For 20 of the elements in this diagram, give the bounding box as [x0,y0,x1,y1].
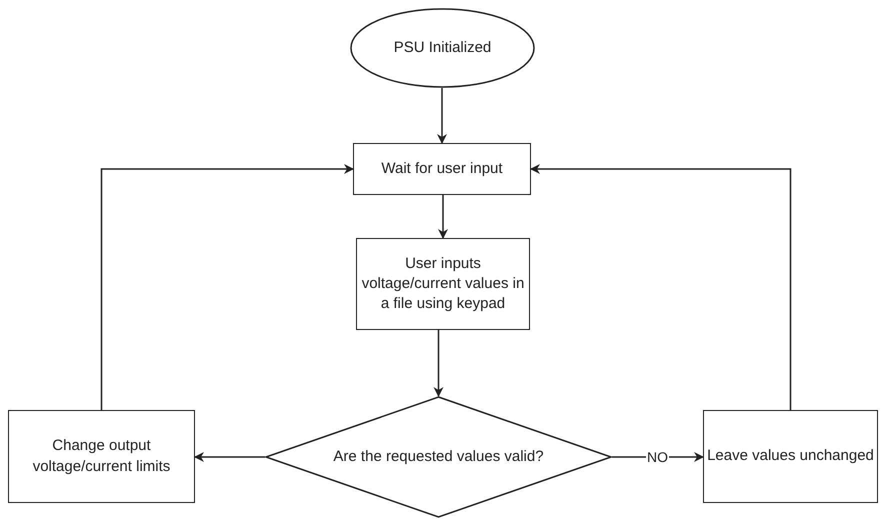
process-box [356,238,530,330]
process-box [703,410,878,503]
arrow [530,164,792,410]
node-text: PSU Initialized [392,38,492,58]
node-text: Change output voltage/current limits [32,436,172,476]
arrow [194,452,265,462]
arrow [438,195,448,239]
node-text: Wait for user input [380,158,504,179]
arrow [100,164,354,410]
process-box [8,410,195,503]
arrow [437,88,447,144]
node-text: Are the requested values valid? [332,446,545,467]
node-text: Leave values unchanged [706,446,875,466]
arrow [434,330,444,397]
process-box [353,143,531,195]
decision-diamond [265,396,612,518]
edge-label: NO [646,449,669,465]
node-text: User inputs voltage/current values in a file using keypad [360,254,526,314]
start-ellipse [350,8,535,88]
arrow [612,452,704,462]
